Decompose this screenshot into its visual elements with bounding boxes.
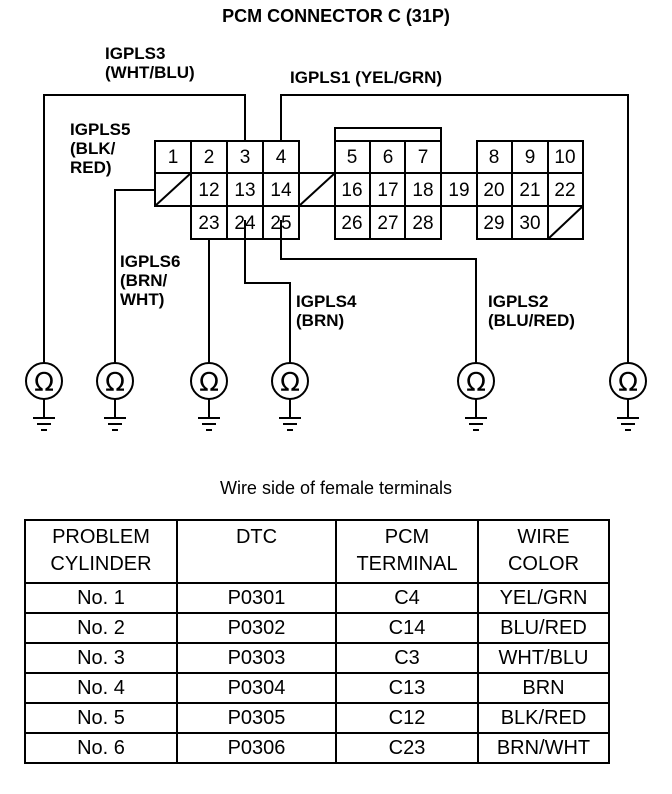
terminal-18: 18 bbox=[412, 180, 433, 201]
cell-terminal: C4 bbox=[335, 582, 479, 614]
header-dtc: DTC bbox=[176, 519, 337, 584]
ground-icon bbox=[104, 399, 126, 431]
wire-igpls1 bbox=[280, 94, 629, 363]
label-igpls6: IGPLS6(BRN/WHT) bbox=[120, 252, 181, 309]
cell-cylinder: No. 5 bbox=[24, 702, 178, 734]
ground-icon bbox=[465, 399, 487, 431]
label-igpls3: IGPLS3(WHT/BLU) bbox=[105, 44, 195, 82]
terminal-26: 26 bbox=[341, 213, 362, 234]
ohmmeter-4: Ω bbox=[271, 362, 309, 431]
terminal-29: 29 bbox=[483, 213, 504, 234]
terminal-6: 6 bbox=[383, 147, 394, 168]
wire-igpls2 bbox=[280, 220, 477, 363]
terminal-2: 2 bbox=[204, 147, 215, 168]
label-igpls4: IGPLS4(BRN) bbox=[296, 292, 357, 330]
terminal-20: 20 bbox=[483, 180, 504, 201]
ground-icon bbox=[617, 399, 639, 431]
cell-cylinder: No. 3 bbox=[24, 642, 178, 674]
terminal-12: 12 bbox=[198, 180, 219, 201]
terminal-23: 23 bbox=[198, 213, 219, 234]
cell-wire-color: BRN bbox=[477, 672, 610, 704]
cell-terminal: C12 bbox=[335, 702, 479, 734]
terminal-14: 14 bbox=[270, 180, 292, 201]
ground-icon bbox=[198, 399, 220, 431]
label-igpls1: IGPLS1 (YEL/GRN) bbox=[290, 68, 443, 87]
ohmmeter-1: Ω bbox=[25, 362, 63, 431]
cell-dtc: P0304 bbox=[176, 672, 337, 704]
terminal-13: 13 bbox=[234, 180, 255, 201]
ground-icon bbox=[33, 399, 55, 431]
ground-icon bbox=[279, 399, 301, 431]
cell-dtc: P0303 bbox=[176, 642, 337, 674]
cell-terminal: C13 bbox=[335, 672, 479, 704]
cell-terminal: C14 bbox=[335, 612, 479, 644]
terminal-24: 24 bbox=[234, 213, 256, 234]
cell-dtc: P0302 bbox=[176, 612, 337, 644]
ohm-symbol: Ω bbox=[280, 368, 300, 398]
terminal-19: 19 bbox=[448, 180, 469, 201]
label-igpls2: IGPLS2(BLU/RED) bbox=[488, 292, 575, 330]
terminal-30: 30 bbox=[519, 213, 540, 234]
terminal-21: 21 bbox=[519, 180, 540, 201]
terminal-28: 28 bbox=[412, 213, 433, 234]
connector-bridge bbox=[299, 172, 477, 207]
terminal-4: 4 bbox=[276, 147, 287, 168]
terminal-22: 22 bbox=[554, 180, 575, 201]
ohmmeter-3: Ω bbox=[190, 362, 228, 431]
caption: Wire side of female terminals bbox=[219, 478, 453, 498]
ohm-symbol: Ω bbox=[34, 368, 54, 398]
cell-wire-color: BRN/WHT bbox=[477, 732, 610, 764]
terminal-9: 9 bbox=[525, 147, 536, 168]
cell-cylinder: No. 2 bbox=[24, 612, 178, 644]
cell-terminal: C3 bbox=[335, 642, 479, 674]
terminal-17: 17 bbox=[377, 180, 398, 201]
ohm-symbol: Ω bbox=[199, 368, 219, 398]
diagram-title: PCM CONNECTOR C (31P) bbox=[222, 6, 450, 26]
cell-dtc: P0301 bbox=[176, 582, 337, 614]
cell-wire-color: WHT/BLU bbox=[477, 642, 610, 674]
terminal-3: 3 bbox=[240, 147, 251, 168]
cell-wire-color: BLU/RED bbox=[477, 612, 610, 644]
terminal-10: 10 bbox=[554, 147, 575, 168]
cell-dtc: P0306 bbox=[176, 732, 337, 764]
ohm-symbol: Ω bbox=[466, 368, 486, 398]
terminal-27: 27 bbox=[377, 213, 398, 234]
ohmmeter-6: Ω bbox=[609, 362, 647, 431]
label-igpls5: IGPLS5(BLK/RED) bbox=[70, 120, 131, 177]
terminal-16: 16 bbox=[341, 180, 362, 201]
ohmmeter-5: Ω bbox=[457, 362, 495, 431]
cell-terminal: C23 bbox=[335, 732, 479, 764]
wire-igpls5 bbox=[114, 189, 155, 363]
terminal-1: 1 bbox=[168, 147, 179, 168]
wire-igpls3 bbox=[43, 94, 246, 363]
cell-cylinder: No. 4 bbox=[24, 672, 178, 704]
ohm-symbol: Ω bbox=[105, 368, 125, 398]
cell-wire-color: YEL/GRN bbox=[477, 582, 610, 614]
cell-cylinder: No. 1 bbox=[24, 582, 178, 614]
terminal-5: 5 bbox=[347, 147, 358, 168]
wire-igpls4 bbox=[244, 220, 291, 363]
cell-cylinder: No. 6 bbox=[24, 732, 178, 764]
terminal-8: 8 bbox=[489, 147, 500, 168]
terminal-25: 25 bbox=[270, 213, 291, 234]
terminal-7: 7 bbox=[418, 147, 429, 168]
ohmmeter-2: Ω bbox=[96, 362, 134, 431]
cell-wire-color: BLK/RED bbox=[477, 702, 610, 734]
ohm-symbol: Ω bbox=[618, 368, 638, 398]
connector-middle-block bbox=[334, 127, 442, 142]
cell-dtc: P0305 bbox=[176, 702, 337, 734]
